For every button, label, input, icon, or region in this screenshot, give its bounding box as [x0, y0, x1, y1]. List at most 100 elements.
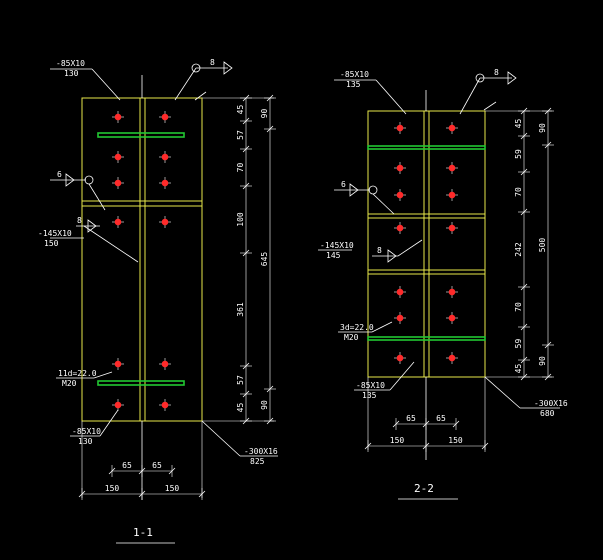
weld-all-around-icon [475, 73, 485, 83]
bolt-hole [396, 354, 404, 362]
leader-bolt-diag-1-1 [93, 371, 113, 379]
bolt-hole [114, 401, 122, 409]
leader-main-plate-1-1 [201, 420, 241, 457]
bolt-hole [114, 360, 122, 368]
dimension-label: 90 [260, 109, 269, 119]
dimension-label: 242 [514, 242, 523, 257]
dimension-tick [520, 356, 528, 364]
weld-tick-1-1 [194, 91, 207, 101]
dimension-label: 59 [514, 339, 523, 349]
dimension-label: 65 [436, 414, 446, 423]
bolt-spec-1-1: M20 [62, 379, 77, 388]
bolt-icon [112, 216, 124, 228]
dimension-label: 45 [236, 105, 245, 115]
bolt-hole [448, 288, 456, 296]
leader-top-plate-diag-2-2 [375, 79, 407, 115]
side-weld-size-2-2: 6 [341, 180, 346, 189]
top-plate-length-2-2: 135 [346, 80, 361, 89]
leader-web-weld-diag-2-2 [397, 239, 423, 257]
web-weld-size-1-1: 8 [77, 216, 82, 225]
bolt-icon [446, 222, 458, 234]
main-plate-length-1-1: 825 [250, 457, 265, 466]
top-weld-size-2-2: 8 [494, 68, 499, 77]
bolt-hole [448, 164, 456, 172]
dimension-label: 150 [390, 436, 405, 445]
bottom-plate-length-1-1: 130 [78, 437, 93, 446]
bolt-hole [161, 113, 169, 121]
bolt-icon [394, 222, 406, 234]
stiffener-bottom-2-2 [367, 336, 486, 341]
side-weld-size-1-1: 6 [57, 170, 62, 179]
bolt-icon [112, 177, 124, 189]
bolt-icon [446, 312, 458, 324]
bolt-hole [448, 314, 456, 322]
bolt-icon [159, 111, 171, 123]
bolt-hole [396, 314, 404, 322]
dimension-label: 70 [514, 187, 523, 197]
top-plate-label-1-1: -85X10 [56, 59, 85, 68]
bolt-hole [396, 288, 404, 296]
top-plate-label-2-2: -85X10 [340, 70, 369, 79]
weld-all-around-icon [84, 175, 94, 185]
leader-bottom-plate-diag-1-1 [99, 409, 119, 437]
bolt-group-2-2 [394, 122, 458, 364]
bolt-label-1-1: 11d=22.0 [58, 369, 97, 378]
section-title-1-1: 1-1 [133, 526, 153, 539]
bolt-icon [446, 189, 458, 201]
bolt-hole [161, 179, 169, 187]
web-plate-length-2-2: 145 [326, 251, 341, 260]
dimension-tick [242, 145, 250, 153]
top-weld-size-1-1: 8 [210, 58, 215, 67]
weld-flag-icon [65, 173, 75, 187]
bolt-icon [446, 352, 458, 364]
leader-bottom-plate-diag-2-2 [389, 361, 415, 391]
web-weld-size-2-2: 8 [377, 246, 382, 255]
dimension-tick [168, 467, 176, 475]
bolt-icon [394, 352, 406, 364]
leader-side-weld-diag-1-1 [88, 183, 106, 211]
bolt-icon [394, 286, 406, 298]
dimension-tick [138, 490, 146, 498]
bolt-hole [396, 191, 404, 199]
leader-web-weld-diag-1-1 [83, 225, 139, 263]
main-plate-length-2-2: 680 [540, 409, 555, 418]
web-plate-label-2-2: -145X10 [320, 241, 354, 250]
dimension-label: 90 [260, 400, 269, 410]
dimension-label: 361 [236, 302, 245, 317]
dimension-label: 90 [538, 356, 547, 366]
main-plate-label-2-2: -300X16 [534, 399, 568, 408]
bottom-plate-label-2-2: -85X10 [356, 381, 385, 390]
stiffener-bottom-1-1 [97, 380, 185, 386]
dimension-label: 59 [514, 149, 523, 159]
weld-leader-top-2-2 [459, 77, 481, 115]
bolt-icon [159, 216, 171, 228]
dimension-label: 70 [236, 163, 245, 173]
bolt-hole [396, 224, 404, 232]
bolt-hole [114, 179, 122, 187]
weld-leader-top-1-1 [174, 67, 197, 101]
stiffener-top-1-1 [97, 132, 185, 138]
dimension-tick [266, 125, 274, 133]
dimension-label: 45 [514, 364, 523, 374]
bolt-icon [446, 286, 458, 298]
weld-flag-icon [387, 249, 397, 263]
bolt-icon [112, 358, 124, 370]
dimension-label: 65 [406, 414, 416, 423]
bolt-icon [112, 151, 124, 163]
dimension-tick [392, 420, 400, 428]
dimension-tick [520, 168, 528, 176]
main-plate-2-2 [367, 110, 486, 378]
weld-tick-2-2 [483, 101, 497, 111]
dimension-label: 45 [236, 403, 245, 413]
dimension-label: 57 [236, 130, 245, 140]
bolt-icon [394, 162, 406, 174]
bolt-hole [448, 224, 456, 232]
main-plate-1-1 [81, 97, 203, 422]
dimension-label: 45 [514, 119, 523, 129]
bolt-icon [446, 162, 458, 174]
dimension-tick [242, 362, 250, 370]
bolt-icon [159, 177, 171, 189]
bolt-hole [114, 218, 122, 226]
